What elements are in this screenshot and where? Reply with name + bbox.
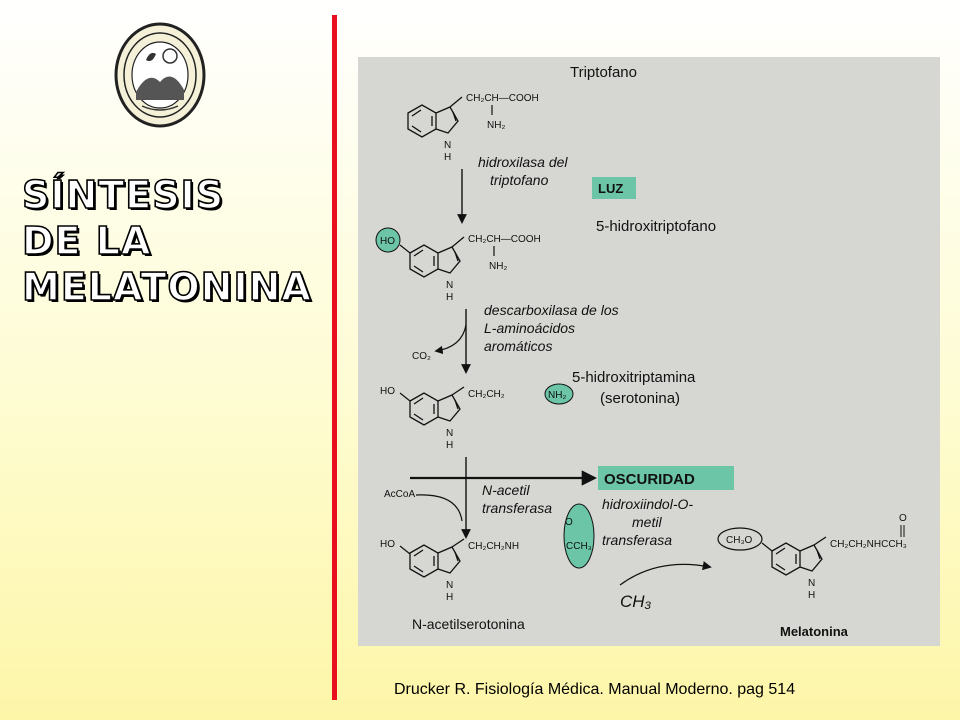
darkness-badge (598, 466, 734, 490)
enzyme-4-line-2: metil (632, 514, 662, 530)
darkness-label: OSCURIDAD (604, 471, 695, 488)
nitrogen-2: N (446, 280, 453, 291)
compound-name-melatonina: Melatonina (780, 624, 849, 639)
carbonyl-o-4: O (565, 517, 573, 528)
melatonin-pathway-figure: Triptofano CH₂CH—COOH NH₂ N H hidroxilas… (358, 57, 940, 646)
acetyl-4: CCH₃ (566, 541, 592, 552)
enzyme-3-line-2: transferasa (482, 500, 552, 516)
hydrogen-2: H (446, 292, 453, 303)
amine-highlight (544, 383, 574, 405)
amine-1: NH₂ (487, 120, 505, 131)
pathway-diagram: Triptofano CH₂CH—COOH NH₂ N H hidroxilas… (375, 64, 907, 639)
compound-5-hidroxitriptofano: 5-hidroxitriptofano HO CH₂CH—COOH NH₂ N … (375, 218, 716, 303)
hydrogen-5: H (808, 590, 815, 601)
enzyme-4-line-1: hidroxiindol-O- (602, 496, 693, 512)
enzyme-2-line-2: L-aminoácidos (484, 320, 575, 336)
side-chain-3: CH₂CH₂ (468, 389, 505, 400)
hydrogen-3: H (446, 440, 453, 451)
compound-name-acetilserotonina: N-acetilserotonina (412, 616, 525, 632)
co2-label: CO₂ (412, 351, 431, 362)
compound-triptofano: Triptofano CH₂CH—COOH NH₂ N H (407, 64, 637, 163)
enzyme-3-line-1: N-acetil (482, 482, 530, 498)
methoxy-label: CH₃O (726, 535, 753, 546)
compound-serotonina: 5-hidroxitriptamina (serotonina) HO CH₂C… (380, 369, 696, 451)
methoxy-circle (717, 527, 763, 551)
compound-name-hidroxitriptofano: 5-hidroxitriptofano (596, 218, 716, 235)
methylation-arrow (619, 561, 712, 586)
hydroxyl-3: HO (380, 386, 395, 397)
citation-text: Drucker R. Fisiología Médica. Manual Mod… (394, 681, 796, 698)
co2-release-arrow (434, 324, 467, 355)
compound-n-acetilserotonina: HO CH₂CH₂NH O CCH₃ N H N-acetilserotonin… (380, 503, 595, 632)
accoa-input-arrow (415, 494, 463, 522)
nitrogen-5: N (808, 578, 815, 589)
university-seal-logo (114, 22, 206, 128)
accoa-label: AcCoA (384, 489, 415, 500)
hydroxyl-circled: HO (380, 236, 395, 247)
side-chain-4: CH₂CH₂NH (468, 541, 519, 552)
side-chain-1: CH₂CH—COOH (466, 93, 539, 104)
compound-name-triptofano: Triptofano (570, 64, 637, 81)
compound-name-hidroxitriptamina: 5-hidroxitriptamina (572, 369, 696, 386)
hydroxyl-highlight (375, 227, 401, 253)
enzyme-1-line-1: hidroxilasa del (478, 154, 568, 170)
compound-name-serotonina: (serotonina) (600, 390, 680, 407)
side-chain-2: CH₂CH—COOH (468, 234, 541, 245)
vertical-divider (332, 15, 337, 700)
light-badge (592, 177, 636, 199)
acetyl-highlight (563, 503, 595, 569)
page-title: Síntesis de la melatonina (21, 172, 312, 310)
nitrogen-4: N (446, 580, 453, 591)
enzyme-1-line-2: triptofano (490, 172, 549, 188)
light-label: LUZ (598, 181, 623, 196)
enzyme-2-line-1: descarboxilasa de los (484, 302, 619, 318)
page-title-line-2: de la (21, 218, 152, 264)
hydrogen-1: H (444, 152, 451, 163)
nitrogen-3: N (446, 428, 453, 439)
hydroxyl-4: HO (380, 539, 395, 550)
carbonyl-o-5: O (899, 513, 907, 524)
hydrogen-4: H (446, 592, 453, 603)
compound-melatonina: CH₃O CH₂CH₂NHCCH₃ O N H Melatonina (717, 513, 907, 639)
nitrogen-1: N (444, 140, 451, 151)
enzyme-4-line-3: transferasa (602, 532, 672, 548)
methyl-donor-label: CH₃ (620, 592, 652, 611)
amine-2: NH₂ (489, 261, 507, 272)
amine-3: NH₂ (548, 390, 566, 401)
page-title-line-1: Síntesis (21, 172, 225, 218)
side-chain-5: CH₂CH₂NHCCH₃ (830, 539, 907, 550)
page-title-line-3: melatonina (21, 264, 312, 310)
enzyme-2-line-3: aromáticos (484, 338, 552, 354)
